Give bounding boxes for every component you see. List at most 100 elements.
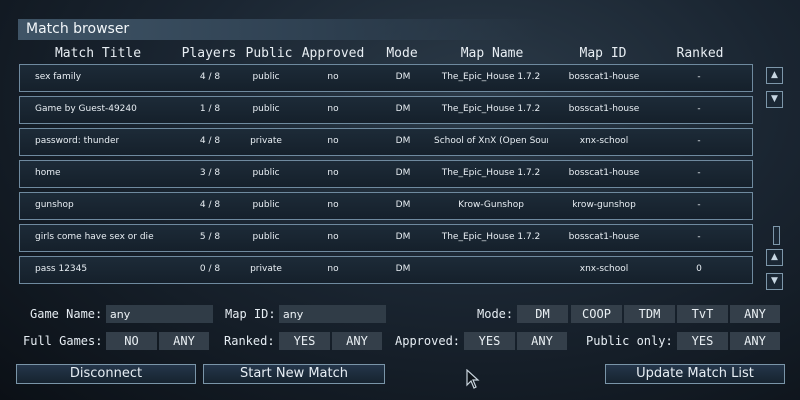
- match-mode: DM: [395, 232, 411, 242]
- column-header-map-name[interactable]: Map Name: [460, 46, 524, 61]
- triangle-down-icon: ▼: [771, 94, 778, 104]
- match-map-id: bosscat1-house: [568, 232, 640, 242]
- match-ranked: 0: [696, 264, 702, 274]
- match-map-name: The_Epic_House 1.7.2: [441, 104, 541, 114]
- match-public: public: [252, 104, 280, 114]
- match-title: Game by Guest-49240: [35, 104, 137, 114]
- match-mode: DM: [395, 264, 411, 274]
- column-header-map-id[interactable]: Map ID: [579, 46, 627, 61]
- mode-option-tvt[interactable]: TvT: [677, 305, 728, 323]
- match-players: 4 / 8: [199, 136, 221, 146]
- mode-option-coop[interactable]: COOP: [571, 305, 622, 323]
- match-ranked: -: [697, 232, 701, 242]
- scroll-up-button[interactable]: ▲: [766, 249, 783, 266]
- match-map-id: bosscat1-house: [568, 168, 640, 178]
- match-players: 3 / 8: [199, 168, 221, 178]
- mode-option-dm[interactable]: DM: [517, 305, 568, 323]
- match-players: 0 / 8: [199, 264, 221, 274]
- match-approved: no: [327, 264, 339, 274]
- match-ranked: -: [697, 72, 701, 82]
- update-match-list-button[interactable]: Update Match List: [605, 364, 785, 384]
- match-approved: no: [327, 136, 339, 146]
- match-row[interactable]: Game by Guest-49240 1 / 8 public no DM T…: [19, 96, 753, 124]
- match-map-name: The_Epic_House 1.7.2: [441, 168, 541, 178]
- scroll-page-down-button[interactable]: ▼: [766, 91, 783, 108]
- public-only-option-yes[interactable]: YES: [677, 332, 728, 350]
- scrollbar-thumb[interactable]: [773, 226, 780, 245]
- match-approved: no: [327, 168, 339, 178]
- triangle-down-icon: ▼: [771, 276, 778, 286]
- match-map-name: The_Epic_House 1.7.2: [441, 72, 541, 82]
- approved-option-any[interactable]: ANY: [517, 332, 567, 350]
- match-mode: DM: [395, 72, 411, 82]
- match-map-id: xnx-school: [579, 264, 629, 274]
- triangle-up-icon: ▲: [771, 70, 778, 80]
- match-title: home: [35, 168, 61, 178]
- ranked-option-yes[interactable]: YES: [279, 332, 330, 350]
- match-title: password: thunder: [35, 136, 120, 146]
- match-public: public: [252, 200, 280, 210]
- match-ranked: -: [697, 104, 701, 114]
- match-title: sex family: [35, 72, 82, 82]
- ranked-option-any[interactable]: ANY: [332, 332, 382, 350]
- scroll-page-up-button[interactable]: ▲: [766, 67, 783, 84]
- match-map-id: bosscat1-house: [568, 72, 640, 82]
- match-row[interactable]: pass 12345 0 / 8 private no DM xnx-schoo…: [19, 256, 753, 284]
- full-games-option-no[interactable]: NO: [106, 332, 157, 350]
- match-row[interactable]: sex family 4 / 8 public no DM The_Epic_H…: [19, 64, 753, 92]
- map-id-label: Map ID:: [225, 307, 276, 321]
- match-row[interactable]: girls come have sex or die 5 / 8 public …: [19, 224, 753, 252]
- match-map-name: School of XnX (Open Source: [434, 136, 548, 146]
- match-ranked: -: [697, 168, 701, 178]
- match-approved: no: [327, 200, 339, 210]
- match-row[interactable]: home 3 / 8 public no DM The_Epic_House 1…: [19, 160, 753, 188]
- match-map-id: krow-gunshop: [572, 200, 636, 210]
- triangle-up-icon: ▲: [771, 252, 778, 262]
- window-title: Match browser: [26, 21, 130, 37]
- column-header-ranked[interactable]: Ranked: [676, 46, 724, 61]
- approved-option-yes[interactable]: YES: [464, 332, 515, 350]
- match-map-name: The_Epic_House 1.7.2: [441, 232, 541, 242]
- match-row[interactable]: password: thunder 4 / 8 private no DM Sc…: [19, 128, 753, 156]
- mode-option-tdm[interactable]: TDM: [624, 305, 675, 323]
- mode-label: Mode:: [477, 307, 514, 321]
- match-approved: no: [327, 232, 339, 242]
- match-map-name: Krow-Gunshop: [458, 200, 524, 210]
- public-only-option-any[interactable]: ANY: [730, 332, 780, 350]
- match-players: 5 / 8: [199, 232, 221, 242]
- column-header-mode[interactable]: Mode: [386, 46, 418, 61]
- game-name-input[interactable]: [106, 305, 213, 323]
- ranked-label: Ranked:: [224, 334, 275, 348]
- match-public: public: [252, 168, 280, 178]
- mouse-cursor-icon: [466, 369, 480, 389]
- match-public: public: [252, 72, 280, 82]
- column-header-match-title[interactable]: Match Title: [54, 46, 142, 61]
- table-header: Match Title Players Public Approved Mode…: [0, 44, 800, 64]
- approved-label: Approved:: [395, 334, 461, 348]
- match-title: girls come have sex or die: [35, 232, 154, 242]
- column-header-players[interactable]: Players: [181, 46, 237, 61]
- match-public: public: [252, 232, 280, 242]
- map-id-input[interactable]: [279, 305, 386, 323]
- public-only-label: Public only:: [586, 334, 673, 348]
- start-new-match-button[interactable]: Start New Match: [203, 364, 385, 384]
- match-players: 4 / 8: [199, 200, 221, 210]
- match-title: pass 12345: [35, 264, 88, 274]
- match-mode: DM: [395, 200, 411, 210]
- mode-option-any[interactable]: ANY: [730, 305, 780, 323]
- disconnect-button[interactable]: Disconnect: [16, 364, 196, 384]
- scroll-down-button[interactable]: ▼: [766, 273, 783, 290]
- window-title-bar: Match browser: [18, 19, 543, 40]
- match-approved: no: [327, 104, 339, 114]
- full-games-option-any[interactable]: ANY: [159, 332, 209, 350]
- match-mode: DM: [395, 136, 411, 146]
- match-players: 1 / 8: [199, 104, 221, 114]
- match-players: 4 / 8: [199, 72, 221, 82]
- match-title: gunshop: [35, 200, 74, 210]
- match-public: private: [250, 264, 282, 274]
- column-header-approved[interactable]: Approved: [301, 46, 365, 61]
- match-row[interactable]: gunshop 4 / 8 public no DM Krow-Gunshop …: [19, 192, 753, 220]
- column-header-public[interactable]: Public: [245, 46, 293, 61]
- match-mode: DM: [395, 168, 411, 178]
- match-approved: no: [327, 72, 339, 82]
